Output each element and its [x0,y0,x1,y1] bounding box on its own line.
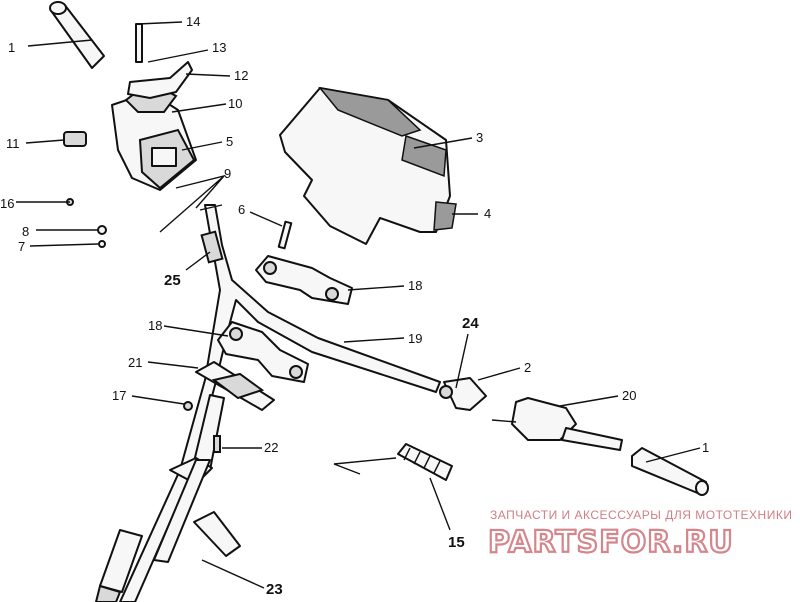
watermark-tagline: ЗАПЧАСТИ И АКСЕССУАРЫ ДЛЯ МОТОТЕХНИКИ [490,508,792,522]
bolt [277,220,293,250]
callout-11: 11 [6,136,20,151]
ribbed-hose [333,443,453,481]
callout-23: 23 [266,581,283,598]
callout-9: 9 [224,166,231,181]
left-grip [49,1,105,69]
clip-7 [98,240,106,248]
lower-clamp [217,321,309,383]
base-plate [195,361,275,411]
callout-18-upper: 18 [408,278,422,293]
callout-15: 15 [448,534,465,551]
callout-7: 7 [18,239,25,254]
callout-13: 13 [212,40,226,55]
callout-10: 10 [228,96,242,111]
callout-3: 3 [476,130,483,145]
callout-19: 19 [408,331,422,346]
pin-22 [213,435,221,453]
nut [439,385,453,399]
switch [63,131,87,147]
callout-24: 24 [462,315,479,332]
steering-column [94,394,225,602]
callout-labels: 1 14 13 12 10 11 5 9 16 8 7 3 4 6 25 18 … [0,14,709,598]
washer-8 [97,225,107,235]
callout-2: 2 [524,360,531,375]
leader-lines [16,21,701,589]
callout-18-lower: 18 [148,318,162,333]
throttle-housing [443,377,623,451]
callout-25: 25 [164,272,181,289]
right-grip [631,447,709,496]
callout-21: 21 [128,355,142,370]
tube [193,511,241,557]
lens [433,201,457,231]
pin [135,23,143,63]
callout-17: 17 [112,388,126,403]
watermark: ЗАПЧАСТИ И АКСЕССУАРЫ ДЛЯ МОТОТЕХНИКИ PA… [487,508,792,561]
callout-1-left: 1 [8,40,15,55]
callout-12: 12 [234,68,248,83]
left-switch-housing [111,80,197,191]
callout-14: 14 [186,14,200,29]
callout-1-right: 1 [702,440,709,455]
headlight-housing [279,86,451,245]
callout-6: 6 [238,202,245,217]
callout-20: 20 [622,388,636,403]
callout-5: 5 [226,134,233,149]
callout-16: 16 [0,196,14,211]
callout-22: 22 [264,440,278,455]
nut-17 [183,401,193,411]
brake-lever [127,61,193,99]
callout-8: 8 [22,224,29,239]
callout-4: 4 [484,206,491,221]
watermark-logo: PARTSFOR.RU [488,525,734,560]
upper-clamp [255,255,353,305]
